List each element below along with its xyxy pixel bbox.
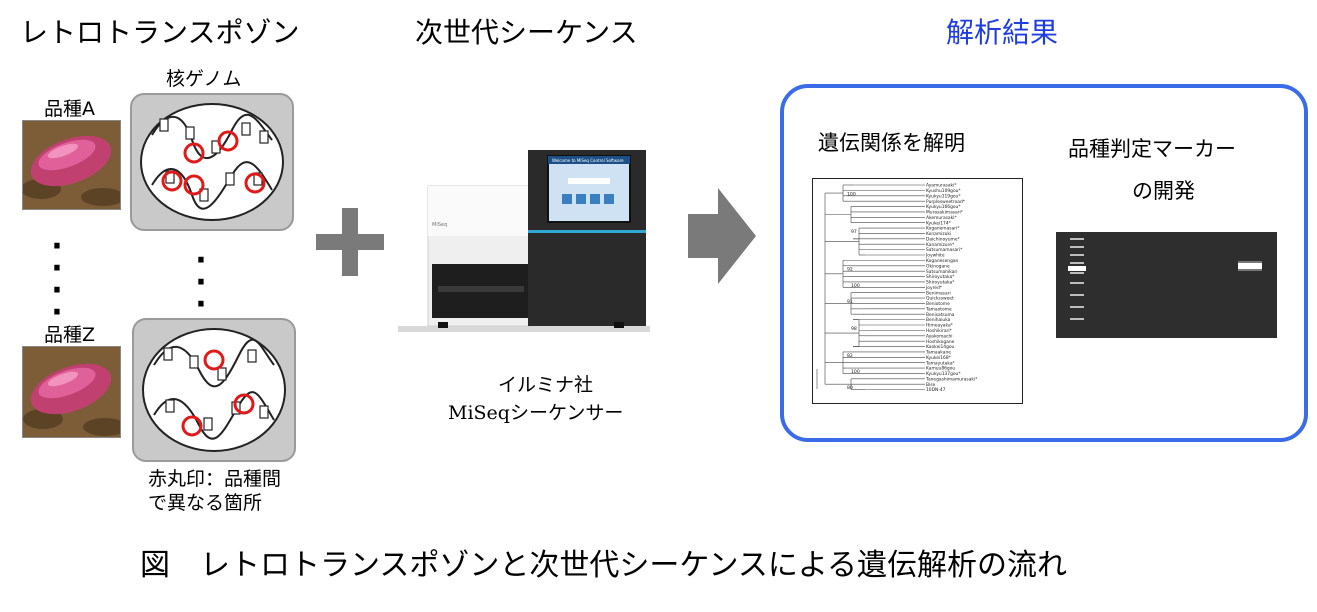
tree-leaf-label: 10DN-47	[926, 387, 946, 393]
tree-leaf-label: Kyukyu166gou*	[926, 204, 961, 210]
tree-leaf-label: Shiroyutaka*	[926, 274, 955, 280]
bootstrap-value: 100	[851, 283, 860, 289]
sweet-potato-a-icon	[23, 121, 120, 209]
title-retrotransposon: レトロトランスポゾン	[20, 16, 300, 49]
gel-electrophoresis-image	[1056, 232, 1277, 338]
tree-leaf-label: Quickssweet	[926, 296, 954, 302]
chromosome-z-icon	[153, 338, 275, 440]
nuclear-genome-label: 核ゲノム	[166, 68, 242, 90]
title-next-gen-sequencing: 次世代シーケンス	[415, 16, 638, 49]
tree-leaf-label: Bise	[926, 382, 936, 388]
tree-leaf-label: Benihaiuka	[926, 317, 951, 323]
tree-leaf-label: Ayamurasaki*	[926, 183, 957, 189]
bootstrap-value: 92	[847, 267, 853, 273]
tree-leaf-label: Joyred*	[925, 285, 943, 291]
tree-leaf-label: Tamayutaka*	[925, 360, 956, 366]
tree-leaf-label: Kyukei168*	[926, 355, 952, 361]
tree-leaf-label: Kamuu86gou	[926, 366, 955, 372]
tree-leaf-label: Akemurasaki*	[926, 215, 957, 221]
tree-leaf-label: Murasakimasari*	[926, 210, 964, 216]
arrow-right-icon	[688, 188, 756, 284]
tree-leaf-label: Satsumahikari	[926, 269, 957, 275]
tree-leaf-label: Purplesweetroad*	[926, 199, 966, 205]
bootstrap-value: 82	[847, 353, 853, 359]
plus-icon	[316, 208, 384, 276]
tree-leaf-label: Hoshikogane	[926, 339, 955, 345]
genome-box-a	[130, 93, 294, 231]
variety-z-label: 品種Z	[44, 324, 96, 346]
tree-leaf-label: Koganesengan	[926, 258, 959, 264]
tree-leaf-label: Tamaotome	[925, 306, 952, 312]
tree-leaf-label: Konamizuki	[926, 231, 951, 237]
tree-leaf-label: Tanegashimamurasaki*	[925, 376, 978, 382]
tree-leaf-label: Joywhite	[925, 253, 945, 259]
phylogenetic-tree: Ayamurasaki*Kyushu109gou*Kyukyu119gou*Pu…	[812, 178, 1023, 404]
tree-leaf-label: Benisatsuma	[926, 312, 955, 318]
sequencer-brand: MiSeq	[432, 222, 448, 228]
tree-title: 遺伝関係を解明	[818, 131, 965, 155]
bootstrap-value: 100	[851, 369, 860, 375]
sequencer-caption-2: MiSeqシーケンサー	[448, 402, 624, 424]
marker-title-line-1: 品種判定マーカー	[1068, 137, 1236, 161]
ellipsis-left-icon: ····	[51, 229, 63, 330]
phylogenetic-tree-chart: Ayamurasaki*Kyushu109gou*Kyukyu119gou*Pu…	[816, 183, 978, 393]
tree-leaf-label: Benimasari	[926, 290, 951, 296]
sweet-potato-photo-z	[22, 346, 121, 438]
tree-leaf-label: Kaokei14gou	[926, 344, 955, 350]
tree-leaf-label: Kanamizure*	[926, 242, 955, 248]
bootstrap-value: 80	[847, 385, 853, 391]
tree-leaf-label: Tamaakane	[925, 350, 951, 356]
tree-leaf-label: Shiroyutaka*	[926, 280, 955, 286]
sequencer-caption-1: イルミナ社	[498, 374, 594, 396]
chromosome-a-icon	[151, 113, 273, 210]
tree-leaf-label: Hoshikirari*	[926, 328, 953, 334]
legend-line-2: で異なる箇所	[148, 492, 263, 514]
tree-leaf-label: Satsumamasari*	[926, 247, 963, 253]
tree-leaf-label: Ayakomachi	[926, 333, 952, 339]
tree-leaf-label: Daichinoyume*	[926, 236, 961, 242]
figure-caption: 図 レトロトランスポゾンと次世代シーケンスによる遺伝解析の流れ	[140, 548, 1067, 583]
sequencer-screen-text: Welcome to MiSeq Control Software	[552, 158, 624, 163]
variety-a-label: 品種A	[44, 98, 95, 120]
tree-leaf-label: Kyukyu119gou*	[926, 193, 961, 199]
miseq-sequencer-icon	[398, 150, 650, 332]
bootstrap-value: 97	[851, 229, 857, 235]
bootstrap-value: 100	[847, 191, 856, 197]
tree-leaf-label: Okinogane	[926, 263, 950, 269]
legend-line-1: 赤丸印：品種間	[148, 468, 282, 490]
genome-box-z	[132, 318, 296, 462]
tree-leaf-label: Koganemasari*	[926, 226, 960, 232]
tree-leaf-label: Beniotome	[926, 301, 950, 307]
sweet-potato-z-icon	[23, 347, 120, 437]
tree-leaf-label: Kyukei174*	[926, 220, 952, 226]
genome-oval-z	[142, 328, 286, 452]
genome-oval-a	[140, 103, 284, 221]
sweet-potato-photo-a	[22, 120, 121, 210]
marker-title-line-2: の開発	[1132, 179, 1195, 203]
tree-leaf-label: Kyukyu137gou*	[926, 371, 961, 377]
bootstrap-value: 98	[851, 326, 857, 332]
tree-leaf-label: Kyushu109gou*	[926, 188, 961, 194]
gel-bands-icon	[1056, 232, 1277, 338]
title-analysis-results: 解析結果	[946, 16, 1059, 49]
bootstrap-value: 91	[847, 299, 853, 305]
tree-leaf-label: Himeayaka*	[926, 323, 954, 329]
